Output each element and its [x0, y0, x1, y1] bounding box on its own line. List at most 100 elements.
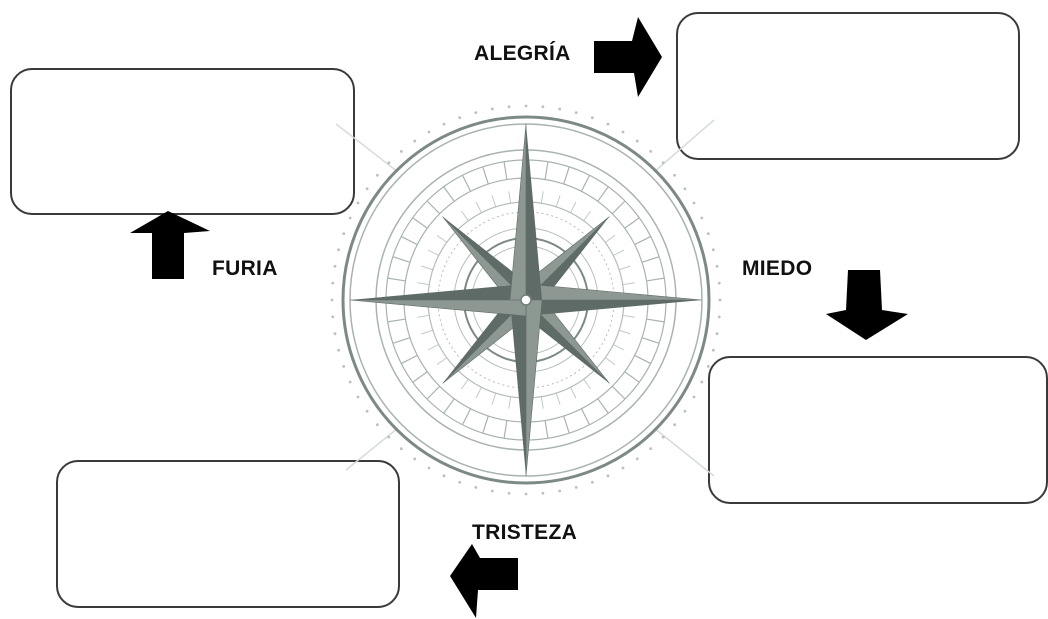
ring-dot	[717, 315, 721, 319]
ring-dot	[692, 395, 696, 399]
ring-dot	[711, 348, 715, 352]
ring-dot	[348, 380, 352, 384]
arrow-left-icon	[450, 544, 518, 618]
ring-dot	[333, 264, 337, 268]
star-point-cardinal-3-dark	[526, 124, 542, 300]
inner-ring-segment	[417, 282, 430, 286]
ring-dot	[683, 187, 687, 191]
inner-ring-segment	[475, 387, 482, 399]
star-point-cardinal-1-dark	[510, 300, 526, 476]
ring-dot	[365, 409, 369, 413]
ring-segment	[611, 385, 626, 400]
ring-segment	[412, 217, 428, 229]
inner-ring-segment	[622, 314, 635, 318]
ring-dot	[413, 139, 417, 143]
inner-ring-segment	[436, 357, 448, 366]
ring-dot	[558, 489, 562, 493]
ring-segment	[597, 398, 609, 414]
ring-dot	[673, 173, 677, 177]
dotted-outer-ring	[330, 104, 722, 496]
answer-box-anger[interactable]	[10, 68, 355, 215]
inner-ring-segment	[583, 210, 592, 222]
ring-segment	[503, 420, 508, 439]
ring-dot	[590, 480, 594, 484]
ring-dot	[590, 116, 594, 120]
ring-dot	[375, 173, 379, 177]
ring-segment	[646, 318, 665, 323]
ring-segment	[482, 415, 489, 434]
ring-dot	[683, 409, 687, 413]
ring-segment	[412, 371, 428, 383]
inner-ring-segment	[555, 393, 561, 405]
ring-dot	[621, 130, 625, 134]
ring-segment	[387, 318, 406, 323]
ring-segment	[580, 408, 591, 426]
inner-ring-segment	[427, 249, 439, 256]
ring-dot	[333, 332, 337, 336]
inner-ring-segment	[460, 378, 469, 390]
ring-dot	[706, 364, 710, 368]
ring-dot	[606, 122, 610, 126]
ring-segment	[544, 420, 549, 439]
ring-dot	[574, 485, 578, 489]
ring-dot	[474, 485, 478, 489]
compass-center-dot	[520, 294, 532, 306]
inner-ring-segment	[436, 234, 448, 243]
ring-segment	[461, 408, 472, 426]
ring-dot	[692, 201, 696, 205]
ring-segment	[387, 277, 406, 282]
ring-dot	[711, 248, 715, 252]
arrow-down-icon	[826, 270, 908, 340]
ring-dot	[700, 216, 704, 220]
answer-box-sadness[interactable]	[56, 460, 400, 608]
compass-star	[349, 123, 703, 477]
inner-ring-segment	[417, 314, 430, 318]
ring-dot	[413, 457, 417, 461]
ring-segment	[563, 415, 570, 434]
ring-dot	[348, 216, 352, 220]
ring-dot	[387, 161, 391, 165]
ring-dot	[715, 264, 719, 268]
ring-dot	[635, 457, 639, 461]
ring-segment	[611, 200, 626, 215]
ring-dot	[387, 435, 391, 439]
inner-ring-segment	[427, 344, 439, 351]
inner-ring-segment	[604, 234, 616, 243]
compass-outer-ring	[341, 115, 711, 485]
ring-segment	[563, 166, 570, 185]
ring-dot	[365, 187, 369, 191]
ring-dot	[574, 111, 578, 115]
ring-segment	[400, 235, 418, 246]
ring-dot	[524, 492, 528, 496]
inner-ring-segment	[421, 329, 433, 335]
ring-segment	[641, 337, 660, 344]
label-sadness: TRISTEZA	[472, 521, 578, 544]
ring-dot	[331, 315, 335, 319]
answer-box-fear[interactable]	[708, 356, 1048, 504]
ring-segment	[580, 174, 591, 192]
ring-dot	[507, 105, 511, 109]
star-point-cardinal-0-dark	[526, 300, 702, 316]
ring-dot	[342, 232, 346, 236]
inner-ring-segment	[491, 195, 497, 207]
answer-box-joy[interactable]	[676, 12, 1020, 160]
ring-dot	[661, 435, 665, 439]
ring-dot	[356, 201, 360, 205]
arrow-up-icon	[130, 211, 210, 279]
guide-lines	[335, 119, 715, 477]
ring-dot	[706, 232, 710, 236]
label-fear: MIEDO	[742, 257, 813, 280]
ring-dot	[661, 161, 665, 165]
inner-ring-segment	[619, 329, 631, 335]
inner-ring-segment	[583, 378, 592, 390]
star-point-cardinal-2-light	[349, 299, 527, 317]
ring-segment	[461, 174, 472, 192]
ring-dot	[558, 107, 562, 111]
inner-ring-segment	[555, 195, 561, 207]
inner-ring-segment	[619, 265, 631, 271]
inner-ring-segment	[508, 396, 512, 409]
inner-ring-segment	[540, 396, 544, 409]
ring-dot	[541, 105, 545, 109]
ring-dot	[715, 332, 719, 336]
